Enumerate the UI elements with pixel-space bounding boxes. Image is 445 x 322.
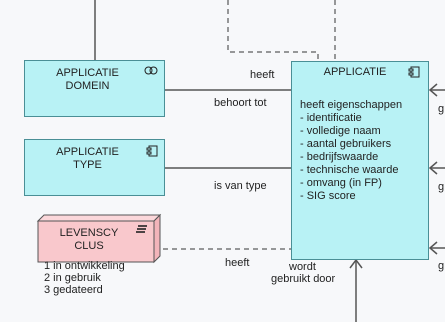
domein-title-line1: APPLICATIE xyxy=(56,67,119,79)
levenscyclus-element[interactable]: LEVENSCY CLUS xyxy=(38,221,154,262)
relation-label-wordt: wordt xyxy=(289,261,316,273)
properties-header: heeft eigenschappen xyxy=(300,99,403,111)
lifecycle-state: 1 in ontwikkeling xyxy=(44,260,125,272)
property-item: - SIG score xyxy=(300,190,356,202)
levenscyclus-title-line2: CLUS xyxy=(74,240,104,252)
menu-icon xyxy=(136,225,147,233)
domein-title-line2: DOMEIN xyxy=(65,80,110,92)
property-item: - volledige naam xyxy=(300,125,381,137)
relation-label-is-van-type: is van type xyxy=(214,180,267,192)
property-item: - bedrijfswaarde xyxy=(300,151,379,163)
property-item: - aantal gebruikers xyxy=(300,138,392,150)
applicatie-type-element[interactable]: APPLICATIE TYPE xyxy=(24,139,165,196)
property-item: - identificatie xyxy=(300,112,362,124)
arrowhead-right-2 xyxy=(428,161,438,175)
arrowhead-bottom xyxy=(349,258,363,269)
component-icon xyxy=(146,145,158,157)
service-icon xyxy=(144,66,158,75)
applicatie-element[interactable]: APPLICATIE heeft eigenschappen - identif… xyxy=(291,61,429,260)
property-item: - omvang (in FP) xyxy=(300,177,382,189)
levenscyclus-box-side xyxy=(153,213,161,264)
applicatie-domein-element[interactable]: APPLICATIE DOMEIN xyxy=(24,60,165,117)
levenscyclus-box-front xyxy=(37,220,155,263)
lifecycle-states: 1 in ontwikkeling 2 in gebruik 3 gedatee… xyxy=(44,260,125,296)
relation-label-behoort-tot: behoort tot xyxy=(214,97,267,109)
arrowhead-right-1 xyxy=(428,83,438,97)
dashed-top-connector xyxy=(227,0,319,61)
relation-label-heeft-top: heeft xyxy=(250,69,275,81)
applicatie-title: APPLICATIE xyxy=(323,66,387,78)
relation-label-heeft-bottom: heeft xyxy=(225,257,250,269)
levenscyclus-title-line1: LEVENSCY xyxy=(59,227,119,239)
component-icon xyxy=(408,66,420,78)
type-title-line2: TYPE xyxy=(73,159,102,171)
type-title-line1: APPLICATIE xyxy=(56,146,119,158)
lifecycle-state: 2 in gebruik xyxy=(44,272,101,284)
lifecycle-state: 3 gedateerd xyxy=(44,284,103,296)
arrowhead-right-3 xyxy=(428,241,438,255)
clipped-label: g xyxy=(438,260,445,272)
property-item: - technische waarde xyxy=(300,164,399,176)
relation-label-gebruikt-door: gebruikt door xyxy=(271,273,336,285)
clipped-label: g xyxy=(438,103,445,115)
properties-list: heeft eigenschappen - identificatie - vo… xyxy=(300,99,428,203)
clipped-label: g xyxy=(438,181,445,193)
